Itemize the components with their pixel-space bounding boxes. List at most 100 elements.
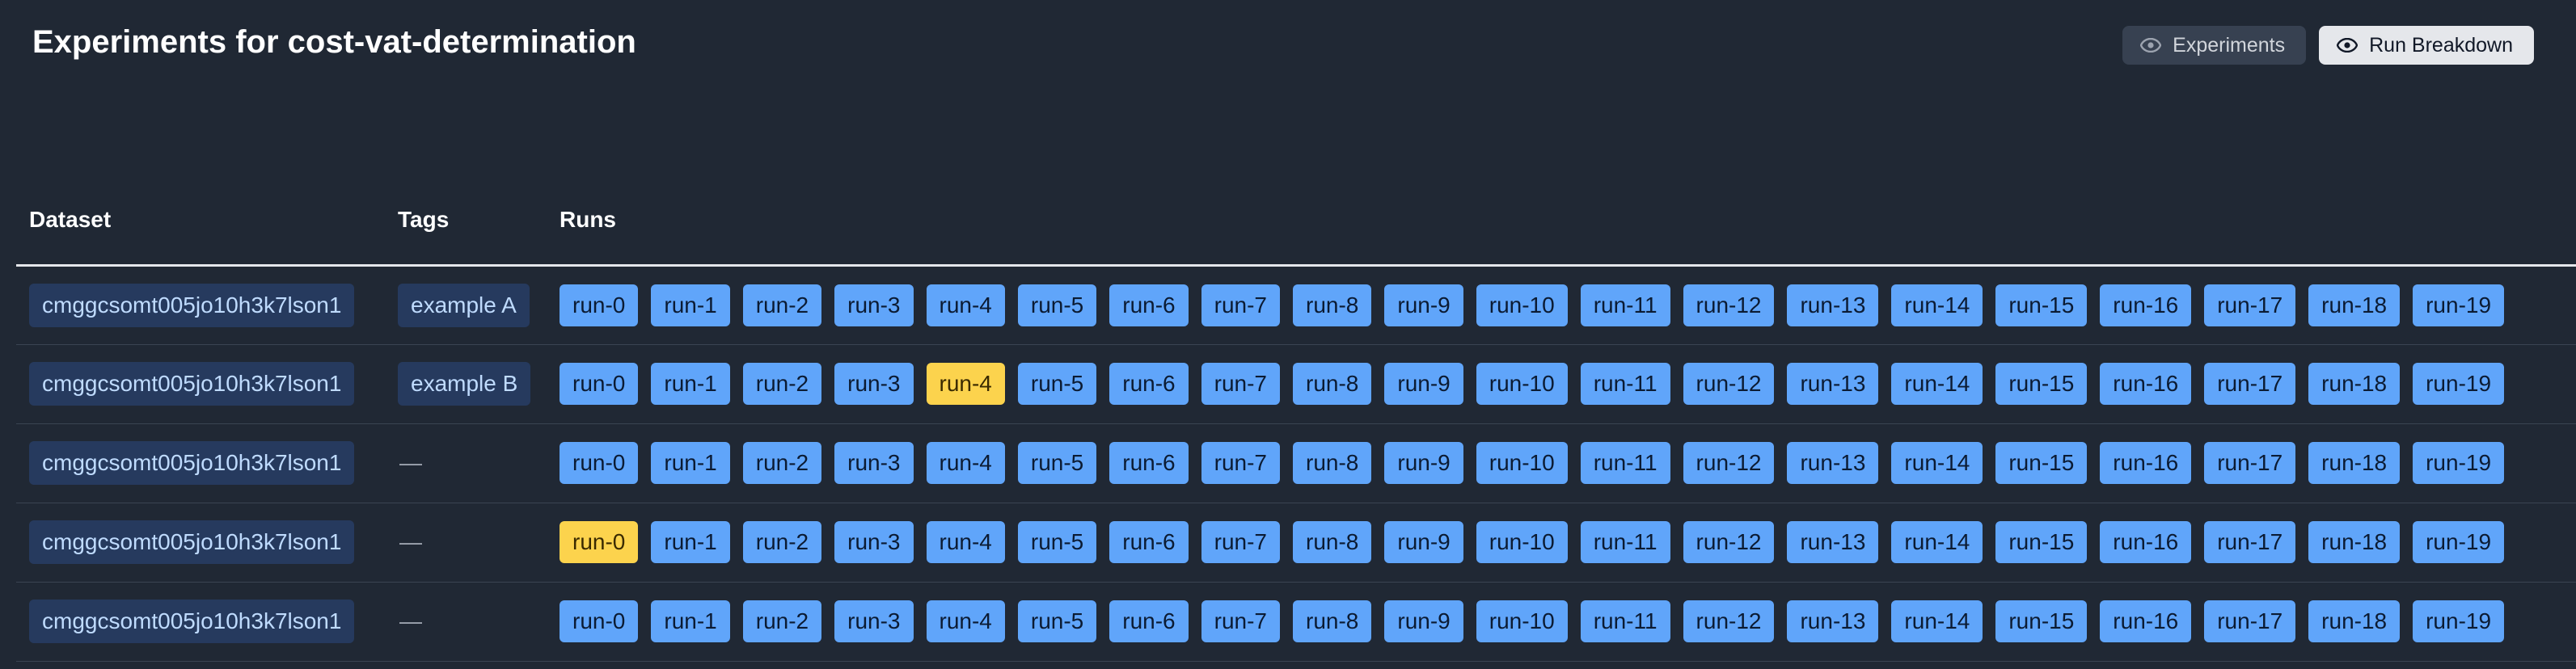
run-chip[interactable]: run-13 bbox=[1787, 600, 1879, 642]
run-chip[interactable]: run-10 bbox=[1476, 521, 1568, 563]
run-chip[interactable]: run-7 bbox=[1201, 442, 1280, 484]
run-chip[interactable]: run-9 bbox=[1384, 284, 1463, 326]
dataset-link[interactable]: cmggcsomt005jo10h3k7lson1 bbox=[29, 441, 355, 485]
run-chip[interactable]: run-16 bbox=[2100, 284, 2192, 326]
run-chip[interactable]: run-6 bbox=[1109, 442, 1189, 484]
run-chip[interactable]: run-7 bbox=[1201, 521, 1280, 563]
run-chip[interactable]: run-5 bbox=[1017, 284, 1097, 326]
run-chip[interactable]: run-12 bbox=[1683, 363, 1775, 405]
run-chip[interactable]: run-3 bbox=[834, 600, 914, 642]
run-chip[interactable]: run-14 bbox=[1891, 600, 1983, 642]
run-chip[interactable]: run-0 bbox=[560, 284, 639, 326]
run-chip[interactable]: run-3 bbox=[834, 521, 914, 563]
run-chip[interactable]: run-11 bbox=[1580, 284, 1670, 326]
run-chip[interactable]: run-10 bbox=[1476, 442, 1568, 484]
run-chip[interactable]: run-3 bbox=[834, 442, 914, 484]
run-chip[interactable]: run-17 bbox=[2204, 284, 2296, 326]
dataset-link[interactable]: cmggcsomt005jo10h3k7lson1 bbox=[29, 362, 355, 406]
run-chip[interactable]: run-19 bbox=[2413, 521, 2505, 563]
run-chip[interactable]: run-15 bbox=[1995, 284, 2088, 326]
run-chip[interactable]: run-16 bbox=[2100, 363, 2192, 405]
run-chip[interactable]: run-13 bbox=[1787, 521, 1879, 563]
run-chip[interactable]: run-0 bbox=[560, 521, 639, 563]
run-chip[interactable]: run-3 bbox=[834, 284, 914, 326]
run-chip[interactable]: run-9 bbox=[1384, 363, 1463, 405]
run-chip[interactable]: run-12 bbox=[1683, 521, 1775, 563]
run-chip[interactable]: run-10 bbox=[1476, 363, 1568, 405]
run-chip[interactable]: run-18 bbox=[2308, 284, 2401, 326]
run-breakdown-button[interactable]: Run Breakdown bbox=[2319, 26, 2534, 65]
run-chip[interactable]: run-1 bbox=[651, 600, 730, 642]
run-chip[interactable]: run-11 bbox=[1580, 600, 1670, 642]
run-chip[interactable]: run-15 bbox=[1995, 363, 2088, 405]
run-chip[interactable]: run-11 bbox=[1580, 363, 1670, 405]
run-chip[interactable]: run-4 bbox=[926, 284, 1005, 326]
run-chip[interactable]: run-11 bbox=[1580, 442, 1670, 484]
run-chip[interactable]: run-14 bbox=[1891, 284, 1983, 326]
run-chip[interactable]: run-19 bbox=[2413, 442, 2505, 484]
run-chip[interactable]: run-8 bbox=[1293, 442, 1372, 484]
run-chip[interactable]: run-2 bbox=[742, 600, 822, 642]
run-chip[interactable]: run-13 bbox=[1787, 442, 1879, 484]
run-chip[interactable]: run-14 bbox=[1891, 521, 1983, 563]
run-chip[interactable]: run-19 bbox=[2413, 600, 2505, 642]
run-chip[interactable]: run-18 bbox=[2308, 521, 2401, 563]
run-chip[interactable]: run-9 bbox=[1384, 442, 1463, 484]
run-chip[interactable]: run-2 bbox=[742, 442, 822, 484]
run-chip[interactable]: run-3 bbox=[834, 363, 914, 405]
run-chip[interactable]: run-12 bbox=[1683, 442, 1775, 484]
run-chip[interactable]: run-12 bbox=[1683, 284, 1775, 326]
run-chip[interactable]: run-8 bbox=[1293, 284, 1372, 326]
run-chip[interactable]: run-10 bbox=[1476, 600, 1568, 642]
run-chip[interactable]: run-13 bbox=[1787, 284, 1879, 326]
run-chip[interactable]: run-15 bbox=[1995, 442, 2088, 484]
run-chip[interactable]: run-2 bbox=[742, 284, 822, 326]
dataset-link[interactable]: cmggcsomt005jo10h3k7lson1 bbox=[29, 520, 355, 564]
run-chip[interactable]: run-6 bbox=[1109, 521, 1189, 563]
run-chip[interactable]: run-9 bbox=[1384, 600, 1463, 642]
dataset-link[interactable]: cmggcsomt005jo10h3k7lson1 bbox=[29, 283, 355, 327]
run-chip[interactable]: run-4 bbox=[926, 600, 1005, 642]
run-chip[interactable]: run-19 bbox=[2413, 284, 2505, 326]
run-chip[interactable]: run-0 bbox=[560, 442, 639, 484]
run-chip[interactable]: run-0 bbox=[560, 363, 639, 405]
run-chip[interactable]: run-7 bbox=[1201, 284, 1280, 326]
run-chip[interactable]: run-1 bbox=[651, 442, 730, 484]
run-chip[interactable]: run-15 bbox=[1995, 600, 2088, 642]
run-chip[interactable]: run-8 bbox=[1293, 363, 1372, 405]
run-chip[interactable]: run-4 bbox=[926, 442, 1005, 484]
run-chip[interactable]: run-6 bbox=[1109, 363, 1189, 405]
experiments-button[interactable]: Experiments bbox=[2122, 26, 2307, 65]
run-chip[interactable]: run-8 bbox=[1293, 521, 1372, 563]
run-chip[interactable]: run-15 bbox=[1995, 521, 2088, 563]
run-chip[interactable]: run-1 bbox=[651, 521, 730, 563]
run-chip[interactable]: run-18 bbox=[2308, 442, 2401, 484]
run-chip[interactable]: run-1 bbox=[651, 363, 730, 405]
run-chip[interactable]: run-2 bbox=[742, 363, 822, 405]
run-chip[interactable]: run-4 bbox=[926, 521, 1005, 563]
run-chip[interactable]: run-0 bbox=[560, 600, 639, 642]
run-chip[interactable]: run-1 bbox=[651, 284, 730, 326]
run-chip[interactable]: run-18 bbox=[2308, 363, 2401, 405]
run-chip[interactable]: run-7 bbox=[1201, 600, 1280, 642]
run-chip[interactable]: run-6 bbox=[1109, 600, 1189, 642]
run-chip[interactable]: run-5 bbox=[1017, 521, 1097, 563]
run-chip[interactable]: run-17 bbox=[2204, 363, 2296, 405]
run-chip[interactable]: run-5 bbox=[1017, 600, 1097, 642]
run-chip[interactable]: run-8 bbox=[1293, 600, 1372, 642]
run-chip[interactable]: run-9 bbox=[1384, 521, 1463, 563]
experiments-table-container[interactable]: Dataset Tags Runs cmggcsomt005jo10h3k7ls… bbox=[16, 191, 2576, 662]
run-chip[interactable]: run-16 bbox=[2100, 442, 2192, 484]
run-chip[interactable]: run-10 bbox=[1476, 284, 1568, 326]
run-chip[interactable]: run-16 bbox=[2100, 521, 2192, 563]
run-chip[interactable]: run-5 bbox=[1017, 363, 1097, 405]
run-chip[interactable]: run-5 bbox=[1017, 442, 1097, 484]
run-chip[interactable]: run-11 bbox=[1580, 521, 1670, 563]
run-chip[interactable]: run-2 bbox=[742, 521, 822, 563]
run-chip[interactable]: run-4 bbox=[926, 363, 1005, 405]
run-chip[interactable]: run-17 bbox=[2204, 442, 2296, 484]
run-chip[interactable]: run-13 bbox=[1787, 363, 1879, 405]
run-chip[interactable]: run-18 bbox=[2308, 600, 2401, 642]
dataset-link[interactable]: cmggcsomt005jo10h3k7lson1 bbox=[29, 600, 355, 643]
run-chip[interactable]: run-6 bbox=[1109, 284, 1189, 326]
